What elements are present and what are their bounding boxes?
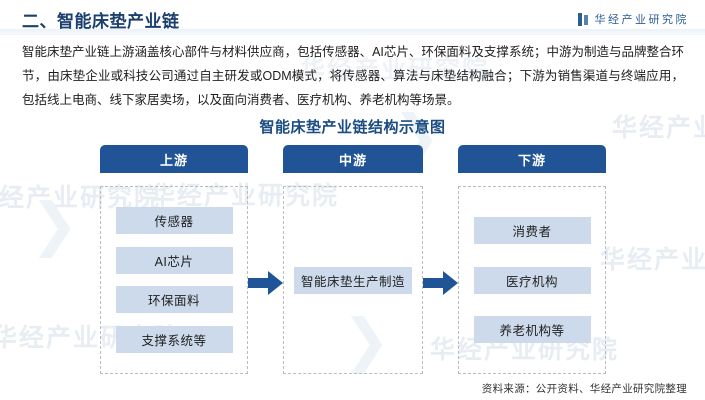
- source-note: 资料来源：公开资料、华经产业研究院整理: [481, 383, 687, 395]
- column-header-midstream: 中游: [283, 145, 423, 173]
- column-header-downstream: 下游: [458, 145, 606, 173]
- column-downstream: 下游 消费者 医疗机构 养老机构等: [458, 145, 606, 374]
- header-divider: [0, 29, 705, 34]
- page-header: 二、智能床垫产业链 华经产业研究院: [0, 0, 705, 35]
- brand-name: 华经产业研究院: [594, 14, 689, 26]
- node-item[interactable]: 支撑系统等: [115, 325, 233, 353]
- node-item[interactable]: 传感器: [115, 207, 233, 235]
- node-item[interactable]: 智能床垫生产制造: [294, 266, 412, 294]
- column-body-midstream: 智能床垫生产制造: [283, 186, 423, 374]
- book-mark-icon: [577, 12, 589, 26]
- column-upstream: 上游 传感器 AI芯片 环保面料 支撑系统等: [100, 145, 248, 374]
- chart-title: 智能床垫产业链结构示意图: [259, 119, 446, 136]
- intro-paragraph: 智能床垫产业链上游涵盖核心部件与材料供应商，包括传感器、AI芯片、环保面料及支撑…: [22, 45, 684, 107]
- node-item[interactable]: 消费者: [473, 217, 591, 245]
- column-midstream: 中游 智能床垫生产制造: [283, 145, 423, 374]
- node-item[interactable]: 医疗机构: [473, 266, 591, 294]
- column-body-downstream: 消费者 医疗机构 养老机构等: [458, 186, 606, 374]
- column-body-upstream: 传感器 AI芯片 环保面料 支撑系统等: [100, 186, 248, 374]
- node-item[interactable]: AI芯片: [115, 246, 233, 274]
- column-header-upstream: 上游: [100, 145, 248, 173]
- right-arrow-icon: [248, 270, 284, 296]
- node-item[interactable]: 养老机构等: [473, 315, 591, 343]
- right-arrow-icon: [423, 270, 459, 296]
- industry-chain-diagram: 上游 传感器 AI芯片 环保面料 支撑系统等 中游 智能床垫生产制造 下游 消费…: [0, 145, 705, 380]
- page-title: 二、智能床垫产业链: [22, 12, 180, 31]
- header-divider-line: [0, 34, 705, 35]
- brand-logo: 华经产业研究院: [577, 11, 690, 27]
- node-item[interactable]: 环保面料: [115, 286, 233, 314]
